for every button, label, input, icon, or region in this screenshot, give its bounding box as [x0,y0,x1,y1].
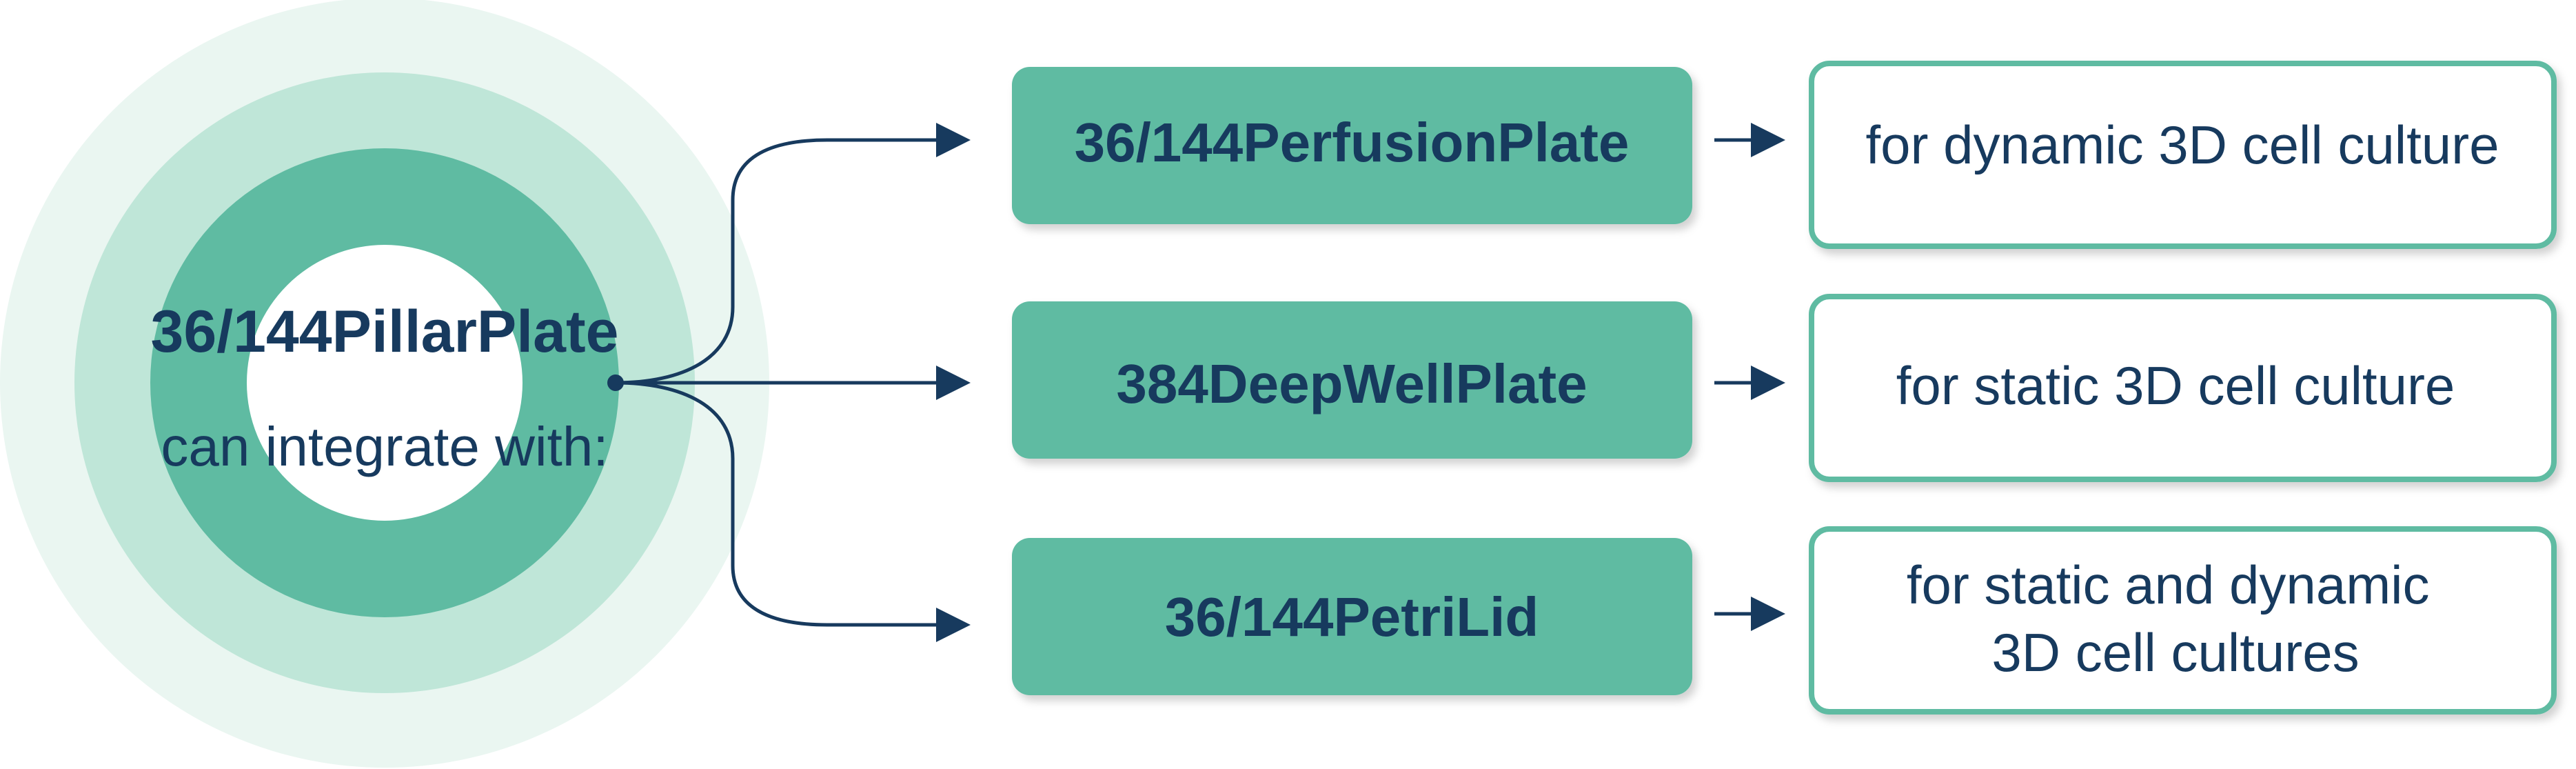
description-box-deepwell [1809,294,2557,482]
description-perfusion-line-1: for dynamic 3D cell culture [1865,114,2499,175]
description-box-petrilid [1809,526,2557,715]
connector-branch-top [615,123,971,385]
center-subtitle: can integrate with: [161,416,608,477]
center-hole [247,245,523,521]
description-petrilid-line-1: for static and dynamic [1907,555,2430,615]
description-petrilid: for static and dynamic 3D cell cultures [1907,555,2444,683]
plate-label-perfusion: 36/144PerfusionPlate [1075,112,1630,173]
plate-label-petrilid: 36/144PetriLid [1165,586,1539,648]
plate-label-deepwell: 384DeepWellPlate [1116,353,1587,415]
center-title: 36/144PillarPlate [151,299,619,365]
description-box-perfusion [1809,61,2557,249]
plate-box-deepwell [1012,301,1692,459]
plate-box-petrilid [1012,538,1692,695]
description-perfusion: for dynamic 3D cell culture [1865,114,2499,175]
description-deepwell-line-1: for static 3D cell culture [1896,355,2455,416]
plate-box-perfusion [1012,67,1692,224]
connector-branch-bottom [615,381,971,642]
description-deepwell: for static 3D cell culture [1896,355,2455,416]
description-petrilid-line-2: 3D cell cultures [1991,622,2359,683]
